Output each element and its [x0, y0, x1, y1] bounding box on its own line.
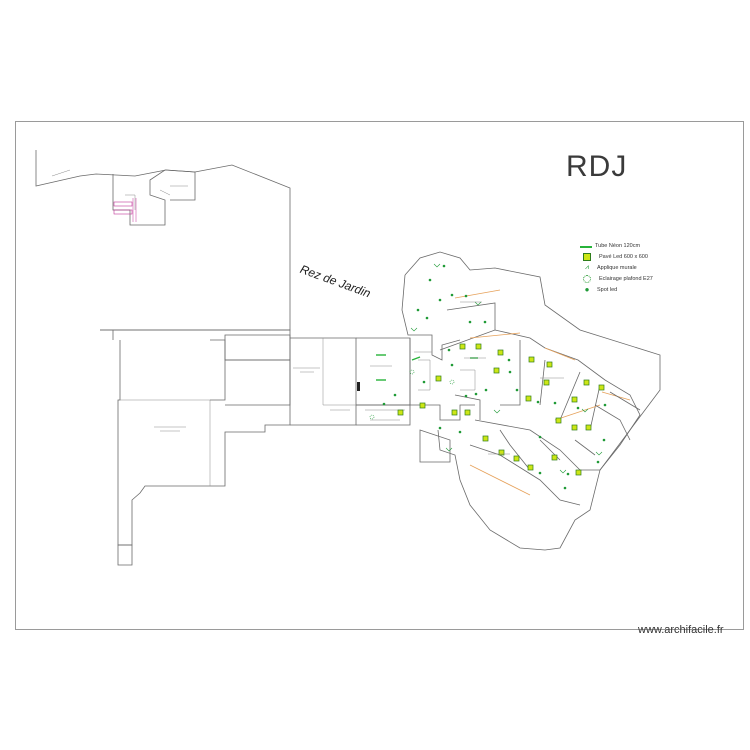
led-panel — [528, 356, 535, 363]
led-panel — [571, 424, 578, 431]
led-panel — [585, 424, 592, 431]
legend-label: Tube Néon 120cm — [595, 242, 641, 249]
led-panel — [397, 409, 404, 416]
left-building-walls — [35, 150, 291, 340]
led-panel — [459, 343, 466, 350]
legend-item-eclairage: Eclairage plafond E27 — [580, 273, 653, 284]
spot-leds — [382, 264, 607, 490]
drawing-title: RDJ — [566, 150, 628, 183]
led-panel — [575, 469, 582, 476]
tube-neon-icon — [580, 246, 592, 248]
legend-item-applique: ⩘ Applique murale — [580, 262, 653, 273]
lower-left-walls — [100, 329, 291, 566]
right-wing-walls — [365, 251, 661, 551]
led-panel — [555, 417, 562, 424]
led-panel — [527, 464, 534, 471]
led-panel — [571, 396, 578, 403]
wall-lights — [369, 263, 603, 474]
led-panel — [451, 409, 458, 416]
neon-tube — [411, 356, 421, 361]
room-label-marks — [154, 185, 564, 455]
led-panels — [397, 343, 605, 476]
led-panel — [464, 409, 471, 416]
watermark: www.archifacile.fr — [638, 624, 724, 636]
led-panel — [497, 349, 504, 356]
legend-item-pave-led: Pavé Led 600 x 600 — [580, 251, 653, 262]
led-panel — [482, 435, 489, 442]
led-panel — [513, 455, 520, 462]
led-panel — [435, 375, 442, 382]
legend-label: Applique murale — [597, 264, 637, 271]
led-panel — [546, 361, 553, 368]
applique-icon: ⩘ — [585, 263, 589, 271]
led-panel — [525, 395, 532, 402]
legend-label: Spot led — [597, 286, 618, 293]
led-panel — [419, 402, 426, 409]
led-panel — [475, 343, 482, 350]
led-panel — [598, 384, 605, 391]
neon-tubes — [376, 354, 478, 381]
legend: Tube Néon 120cm Pavé Led 600 x 600 ⩘ App… — [580, 240, 653, 295]
led-panel — [551, 454, 558, 461]
led-panel — [493, 367, 500, 374]
led-panel — [543, 379, 550, 386]
led-panel — [583, 379, 590, 386]
drawing-sheet — [15, 121, 744, 630]
legend-label: Pavé Led 600 x 600 — [599, 253, 648, 260]
legend-item-spot: ● Spot led — [580, 284, 653, 295]
legend-label: Eclairage plafond E27 — [599, 275, 653, 282]
eclairage-icon — [583, 274, 591, 283]
pave-led-icon — [583, 252, 591, 261]
spot-icon: ● — [584, 284, 590, 294]
legend-item-tube-neon: Tube Néon 120cm — [580, 240, 653, 251]
stair-markers — [113, 198, 137, 222]
led-panel — [498, 449, 505, 456]
central-walls — [290, 337, 411, 426]
